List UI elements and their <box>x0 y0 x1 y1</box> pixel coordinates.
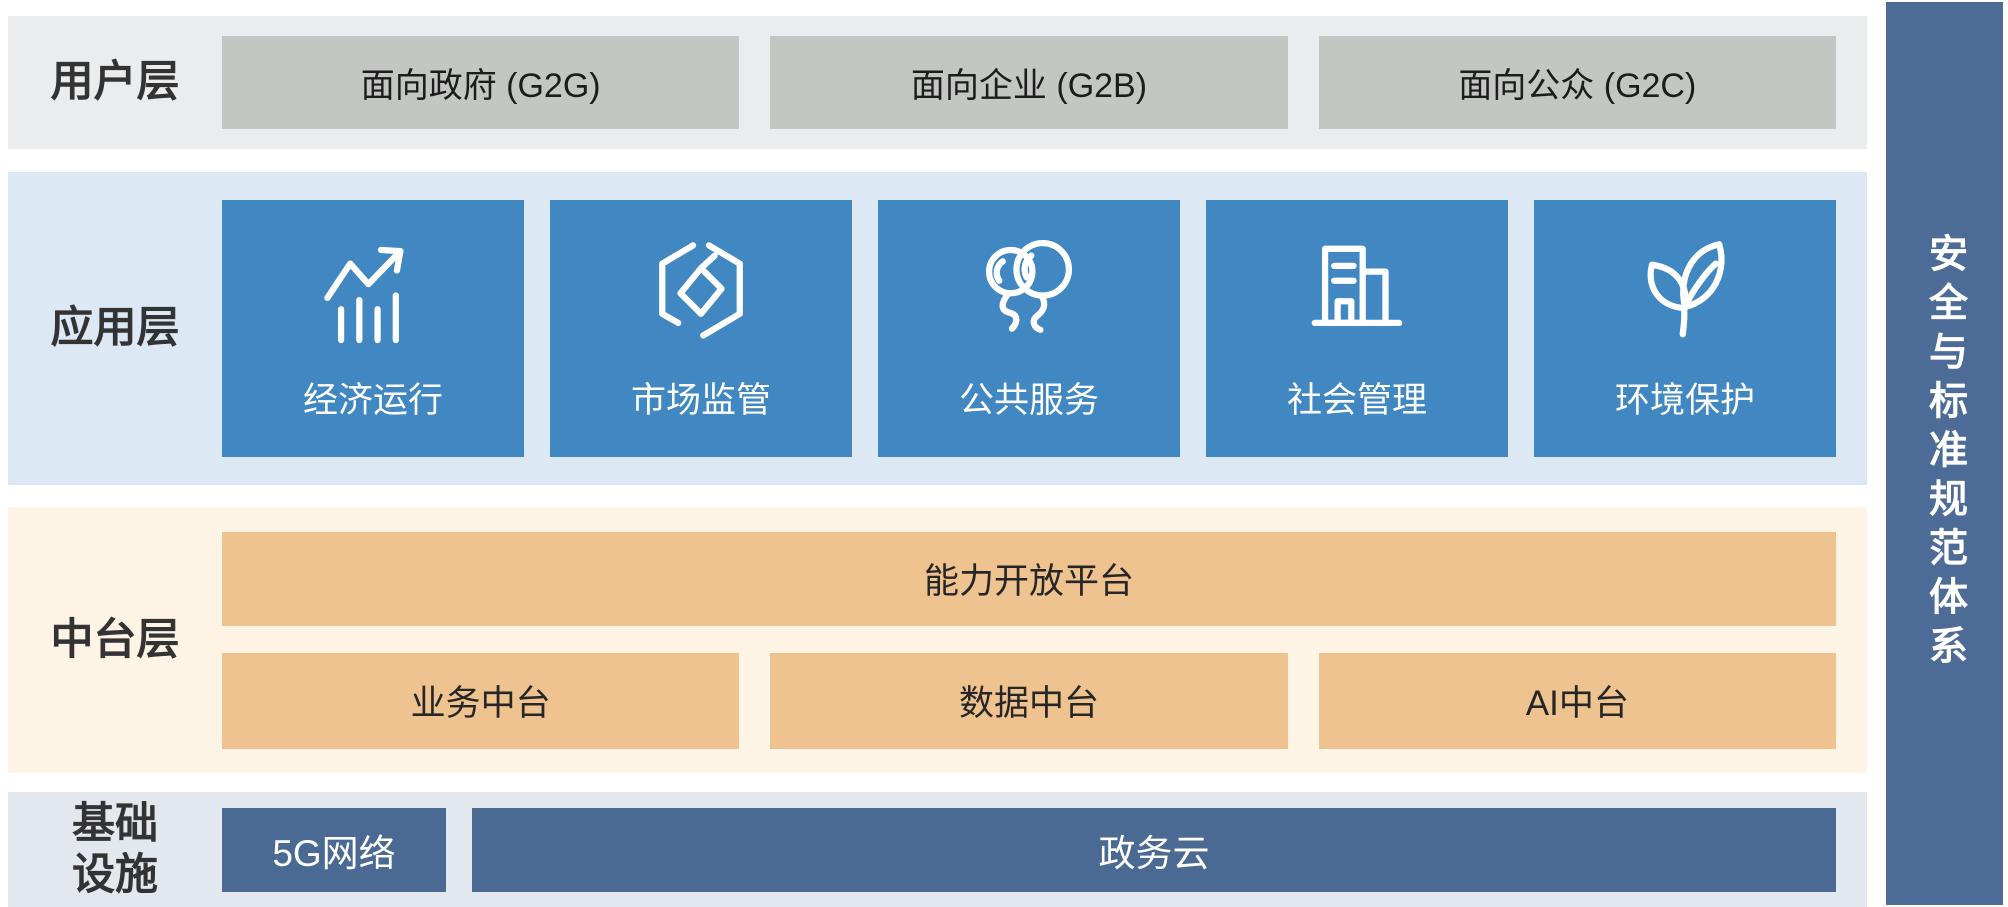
app-tile-social: 社会管理 <box>1206 200 1508 457</box>
app-tile-market: 市场监管 <box>550 200 852 457</box>
infrastructure-content: 5G网络 政务云 <box>222 792 1836 907</box>
user-layer-band: 用户层 面向政府 (G2G) 面向企业 (G2B) 面向公众 (G2C) <box>8 16 1867 149</box>
buildings-icon <box>1311 245 1403 327</box>
app-tile-public-service: 公共服务 <box>878 200 1180 457</box>
network-5g-box: 5G网络 <box>222 807 446 892</box>
application-layer-content: 经济运行 市场监管 <box>222 172 1836 485</box>
middle-platform-label: 中台层 <box>50 615 180 664</box>
app-tile-economy: 经济运行 <box>222 200 524 457</box>
app-tile-label: 市场监管 <box>630 381 771 420</box>
app-tile-label: 经济运行 <box>302 381 443 420</box>
trend-chart-icon <box>324 246 404 344</box>
user-box-g2b: 面向企业 (G2B) <box>770 36 1288 129</box>
infrastructure-label-lines: 基础 设施 <box>72 799 158 899</box>
hexagon-cube-icon <box>659 242 743 339</box>
middle-platform-row: 业务中台 数据中台 AI中台 <box>222 652 1836 749</box>
diagram-main-column: 用户层 面向政府 (G2G) 面向企业 (G2B) 面向公众 (G2C) 应用层 <box>8 0 1867 907</box>
middle-platform-content: 能力开放平台 业务中台 数据中台 AI中台 <box>222 507 1836 773</box>
middle-platform-band: 中台层 能力开放平台 业务中台 数据中台 AI中台 <box>8 507 1867 773</box>
business-platform-box: 业务中台 <box>222 652 740 749</box>
user-box-g2c: 面向公众 (G2C) <box>1318 36 1836 129</box>
leaf-icon <box>1647 241 1725 338</box>
application-layer-band: 应用层 经济运行 <box>8 172 1867 485</box>
infrastructure-label: 基础 设施 <box>8 792 222 907</box>
capability-platform-box: 能力开放平台 <box>222 531 1836 626</box>
ai-platform-box: AI中台 <box>1318 652 1836 749</box>
government-cloud-box: 政务云 <box>472 807 1836 892</box>
app-tile-environment: 环境保护 <box>1534 200 1836 457</box>
user-box-g2g: 面向政府 (G2G) <box>222 36 740 129</box>
app-tile-label: 公共服务 <box>958 381 1099 420</box>
security-standards-vertical-label: 安全与标准规范体系 <box>1923 233 1967 674</box>
data-platform-box: 数据中台 <box>770 652 1288 749</box>
user-layer-content: 面向政府 (G2G) 面向企业 (G2B) 面向公众 (G2C) <box>222 16 1836 149</box>
balloons-icon <box>985 239 1073 333</box>
security-standards-bar: 安全与标准规范体系 <box>1886 2 2003 905</box>
app-tile-label: 社会管理 <box>1286 381 1427 420</box>
app-tile-label: 环境保护 <box>1614 381 1755 420</box>
infrastructure-band: 基础 设施 5G网络 政务云 <box>8 792 1867 907</box>
user-layer-label: 用户层 <box>50 58 180 107</box>
application-layer-label: 应用层 <box>50 304 180 353</box>
